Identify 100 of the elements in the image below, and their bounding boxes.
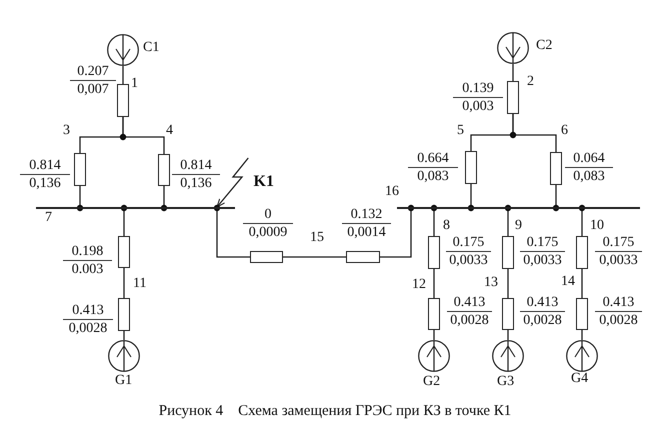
impedance-value: 0,0028 <box>598 313 639 329</box>
wire <box>123 268 125 298</box>
element-number: 6 <box>561 123 568 139</box>
element-number: 12 <box>412 277 426 293</box>
source-label: G3 <box>497 374 514 390</box>
element-number: 8 <box>443 218 450 234</box>
impedance-value: 0.207 <box>70 64 116 81</box>
wire <box>512 64 514 81</box>
source-label: G1 <box>115 373 132 389</box>
resistor-symbol <box>346 251 380 263</box>
wire <box>79 186 81 207</box>
element-number: 9 <box>515 218 522 234</box>
element-number: 11 <box>133 276 146 292</box>
wire <box>163 186 165 207</box>
source-symbol <box>107 34 139 66</box>
resistor-symbol <box>576 236 588 269</box>
impedance-value: 0,0028 <box>449 313 490 329</box>
source-symbol <box>108 340 140 372</box>
impedance-value: 0.175 <box>520 235 565 252</box>
wire <box>433 330 435 340</box>
element-number: 10 <box>590 218 604 234</box>
element-number: 13 <box>484 275 498 291</box>
wire <box>507 330 509 340</box>
element-number: 14 <box>561 274 575 290</box>
impedance-value: 0.413 <box>520 295 565 312</box>
wire <box>512 114 557 152</box>
source-symbol <box>418 340 450 372</box>
element-number: 2 <box>527 74 534 90</box>
element-number: 4 <box>166 123 173 139</box>
fault-arrow <box>216 158 249 208</box>
impedance-value: 0,083 <box>416 169 450 185</box>
resistor-symbol <box>118 236 130 268</box>
resistor-symbol <box>576 298 588 330</box>
impedance-value: 0,0033 <box>448 253 489 269</box>
impedance-value: 0.413 <box>595 295 642 312</box>
element-number: 15 <box>310 230 324 246</box>
source-label: C2 <box>536 38 552 54</box>
impedance-value: 0.814 <box>20 158 70 175</box>
fault-label: K1 <box>246 158 274 190</box>
resistor-symbol <box>502 298 514 330</box>
source-symbol <box>492 340 524 372</box>
resistor-symbol <box>158 154 170 186</box>
resistor-symbol <box>118 298 130 331</box>
wire <box>283 256 346 258</box>
impedance-value: 0,0028 <box>68 321 108 337</box>
impedance-value: 0,0009 <box>248 225 288 241</box>
wire <box>581 269 583 298</box>
wire <box>433 209 435 236</box>
resistor-symbol <box>250 251 283 263</box>
wire <box>122 117 165 154</box>
resistor-symbol <box>117 84 129 117</box>
element-number: 3 <box>63 123 70 139</box>
impedance-value: 0,007 <box>76 82 110 98</box>
wire <box>555 185 557 207</box>
impedance-value: 0,0033 <box>522 253 563 269</box>
resistor-symbol <box>507 81 519 114</box>
resistor-symbol <box>428 298 440 330</box>
impedance-value: 0,003 <box>461 99 495 115</box>
resistor-symbol <box>550 152 562 185</box>
source-symbol <box>566 340 598 372</box>
figure-caption: Рисунок 4 Схема замещения ГРЭС при КЗ в точке К1 <box>158 403 512 419</box>
wire <box>216 209 250 258</box>
impedance-value: 0,0028 <box>522 313 563 329</box>
impedance-value: 0,136 <box>28 176 62 192</box>
wire <box>433 269 435 298</box>
source-label: C1 <box>143 40 160 56</box>
wire <box>123 209 125 236</box>
wire <box>581 330 583 340</box>
bus-number: 16 <box>385 184 399 200</box>
impedance-value: 0.175 <box>595 235 642 252</box>
impedance-value: 0.413 <box>447 295 492 312</box>
impedance-value: 0,136 <box>179 176 213 192</box>
impedance-value: 0.064 <box>565 151 613 168</box>
element-number: 5 <box>457 123 464 139</box>
impedance-value: 0.198 <box>63 244 112 261</box>
impedance-value: 0.139 <box>453 81 503 98</box>
wire <box>470 184 472 207</box>
wire <box>507 269 509 298</box>
resistor-symbol <box>465 151 477 184</box>
impedance-value: 0.132 <box>342 207 391 224</box>
resistor-symbol <box>428 236 440 269</box>
impedance-value: 0,0033 <box>598 253 639 269</box>
impedance-value: 0.814 <box>172 158 220 175</box>
impedance-value: 0.003 <box>70 262 104 278</box>
element-number: 1 <box>131 76 138 92</box>
impedance-value: 0.664 <box>408 151 458 168</box>
source-label: G4 <box>571 371 588 387</box>
impedance-value: 0.175 <box>446 235 491 252</box>
resistor-symbol <box>74 153 86 186</box>
impedance-value: 0,083 <box>572 169 606 185</box>
wire <box>380 209 412 258</box>
wire <box>122 66 124 84</box>
bus-number: 7 <box>45 210 52 226</box>
wire <box>507 209 509 236</box>
source-symbol <box>497 32 529 64</box>
source-label: G2 <box>423 374 440 390</box>
resistor-symbol <box>502 236 514 269</box>
wire <box>581 209 583 236</box>
impedance-value: 0,0014 <box>346 225 387 241</box>
impedance-value: 0.413 <box>63 303 113 320</box>
